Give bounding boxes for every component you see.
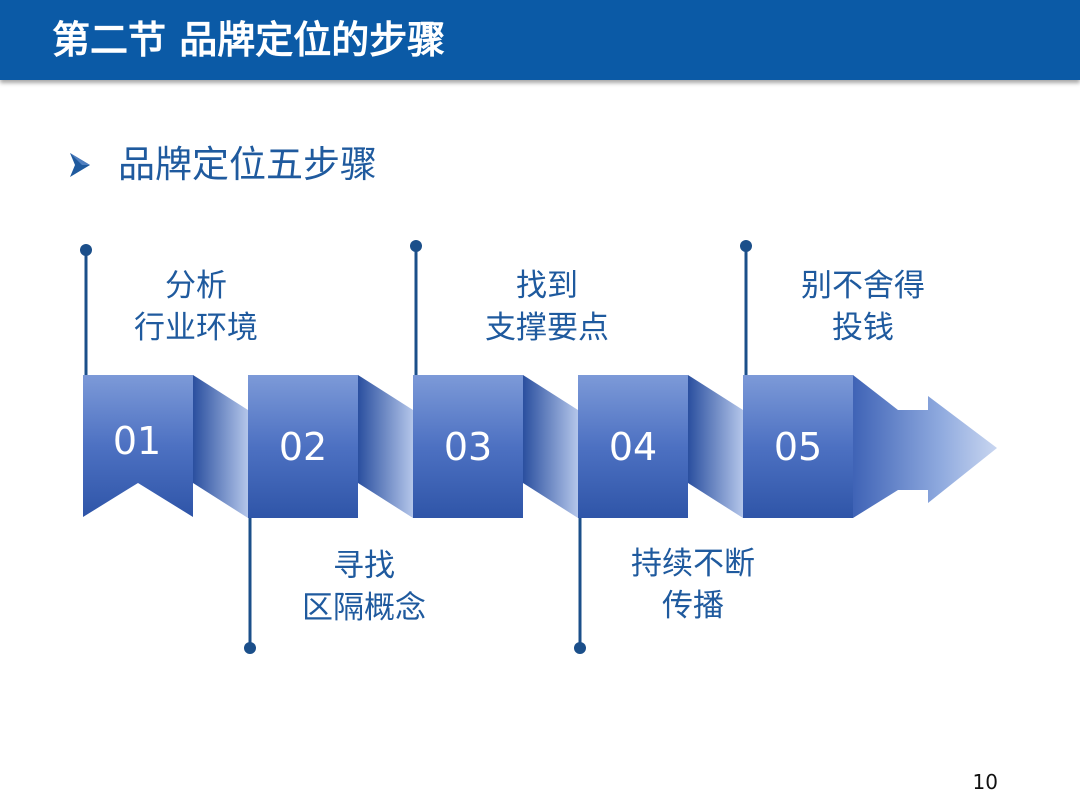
connector-dot-05 [740, 240, 752, 252]
step-number-03: 03 [444, 425, 492, 469]
connector-dot-03 [410, 240, 422, 252]
step-label-01: 分析 行业环境 [106, 265, 286, 349]
section-subtitle: 品牌定位五步骤 [68, 140, 377, 190]
step-block-04 [578, 375, 688, 518]
step-block-03 [413, 375, 523, 518]
page-number: 10 [972, 770, 998, 794]
step-block-05 [743, 375, 853, 518]
ribbon-fold-1 [193, 375, 248, 518]
ribbon-fold-2 [358, 375, 413, 518]
step-label-01-line2: 行业环境 [134, 310, 258, 346]
step-number-04: 04 [609, 425, 657, 469]
step-label-05-line2: 投钱 [832, 310, 894, 346]
step-label-05: 别不舍得 投钱 [773, 265, 953, 349]
step-label-05-line1: 别不舍得 [801, 268, 925, 304]
step-number-01: 01 [113, 419, 161, 463]
step-number-05: 05 [774, 425, 822, 469]
arrow-right-icon [70, 153, 90, 177]
connector-dot-02 [244, 642, 256, 654]
ribbon-end-arrow [853, 375, 997, 518]
subtitle-text: 品牌定位五步骤 [118, 143, 377, 186]
step-label-03-line2: 支撑要点 [485, 310, 609, 346]
step-number-02: 02 [279, 425, 327, 469]
step-label-02: 寻找 区隔概念 [274, 545, 454, 629]
ribbon-blocks [83, 375, 997, 518]
step-block-01 [83, 375, 193, 517]
ribbon-fold-3 [523, 375, 578, 518]
step-label-03: 找到 支撑要点 [457, 265, 637, 349]
connector-dot-04 [574, 642, 586, 654]
step-label-04: 持续不断 传播 [603, 543, 783, 627]
step-label-01-line1: 分析 [165, 268, 227, 304]
step-label-02-line2: 区隔概念 [302, 590, 426, 626]
header-bar: 第二节 品牌定位的步骤 [0, 0, 1080, 80]
step-label-04-line1: 持续不断 [631, 546, 755, 582]
step-label-02-line1: 寻找 [333, 548, 395, 584]
connector-lines [80, 240, 752, 654]
page-title: 第二节 品牌定位的步骤 [52, 18, 446, 62]
step-label-04-line2: 传播 [662, 588, 724, 624]
step-block-02 [248, 375, 358, 518]
connector-dot-01 [80, 244, 92, 256]
ribbon-fold-4 [688, 375, 743, 518]
step-label-03-line1: 找到 [516, 268, 578, 304]
ribbon-folds [193, 375, 743, 518]
step-numbers: 01 02 03 04 05 [113, 419, 822, 469]
